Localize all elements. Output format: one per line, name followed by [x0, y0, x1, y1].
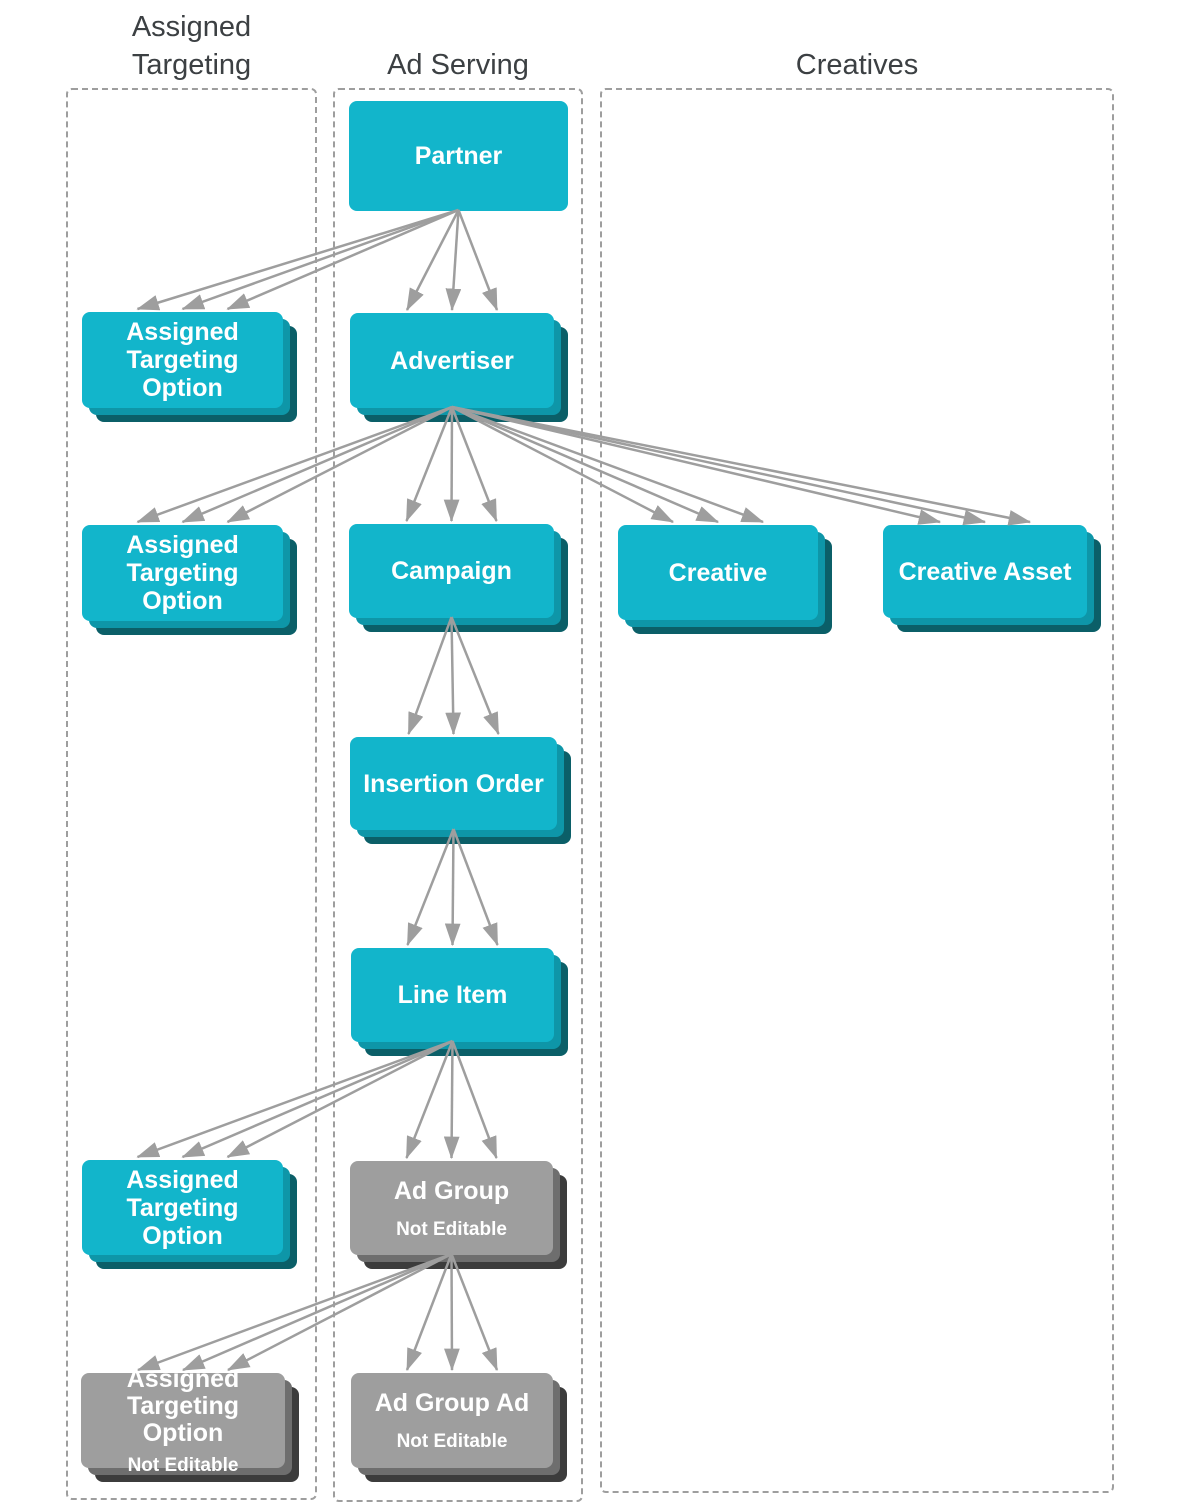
node-label-line: Assigned — [126, 1165, 239, 1194]
node-label-line: Targeting — [126, 559, 239, 587]
node-insertion-order: Insertion Order — [350, 737, 557, 830]
node-label-line: Creative Asset — [898, 557, 1072, 586]
node-label-line: Targeting Option — [126, 1391, 240, 1447]
node-label-line: Insertion Order — [363, 769, 544, 798]
node-label-line: Option — [142, 374, 223, 402]
header-line: Ad Serving — [387, 49, 529, 81]
node-label: Campaign — [391, 557, 512, 585]
node-label-line: Ad Group — [393, 1176, 510, 1205]
node-label-line: Line Item — [397, 981, 508, 1009]
node-label: Ad Group — [394, 1177, 509, 1205]
header-ad-serving: Ad Serving — [333, 0, 583, 84]
node-sublabel: Not Editable — [127, 1454, 239, 1476]
node-label: Creative — [669, 559, 768, 587]
node-label: Creative Asset — [899, 558, 1072, 586]
node-sublabel: Not Editable — [396, 1218, 507, 1240]
node-label-line: Option — [142, 587, 223, 615]
node-ad-group-ad: Ad Group Ad Not Editable — [351, 1373, 553, 1468]
header-line: Targeting — [131, 49, 252, 81]
node-sublabel: Not Editable — [396, 1431, 508, 1452]
node-label-line: Assigned — [126, 1364, 240, 1393]
node-label: Partner — [415, 142, 503, 170]
header-line: Creatives — [795, 49, 919, 81]
node-label-line: Ad Group Ad — [374, 1389, 530, 1417]
node-label-line: Creative — [668, 558, 768, 587]
node-label-line: Advertiser — [390, 346, 514, 375]
node-line-item: Line Item — [351, 948, 554, 1042]
node-label-line: Assigned — [126, 531, 239, 559]
node-label: Advertiser — [390, 347, 514, 375]
node-creative-asset: Creative Asset — [883, 525, 1087, 618]
node-creative: Creative — [618, 525, 818, 620]
group-creatives — [600, 88, 1114, 1493]
node-label-line: Targeting — [126, 346, 239, 374]
node-advertiser: Advertiser — [350, 313, 554, 408]
node-label: Line Item — [398, 981, 508, 1009]
node-label-line: Partner — [414, 142, 503, 170]
group-assigned-targeting — [66, 88, 317, 1500]
node-label-line: Campaign — [391, 557, 512, 585]
header-line: Assigned — [131, 11, 252, 43]
node-label: Ad Group Ad — [375, 1389, 530, 1417]
node-label-line: Option — [142, 1221, 223, 1250]
header-creatives: Creatives — [600, 0, 1114, 84]
group-ad-serving — [333, 88, 583, 1502]
node-partner: Partner — [349, 101, 568, 211]
node-campaign: Campaign — [349, 524, 554, 618]
node-label-line: Targeting — [126, 1193, 239, 1222]
node-label: Insertion Order — [363, 770, 544, 798]
node-label-line: Assigned — [126, 318, 239, 346]
